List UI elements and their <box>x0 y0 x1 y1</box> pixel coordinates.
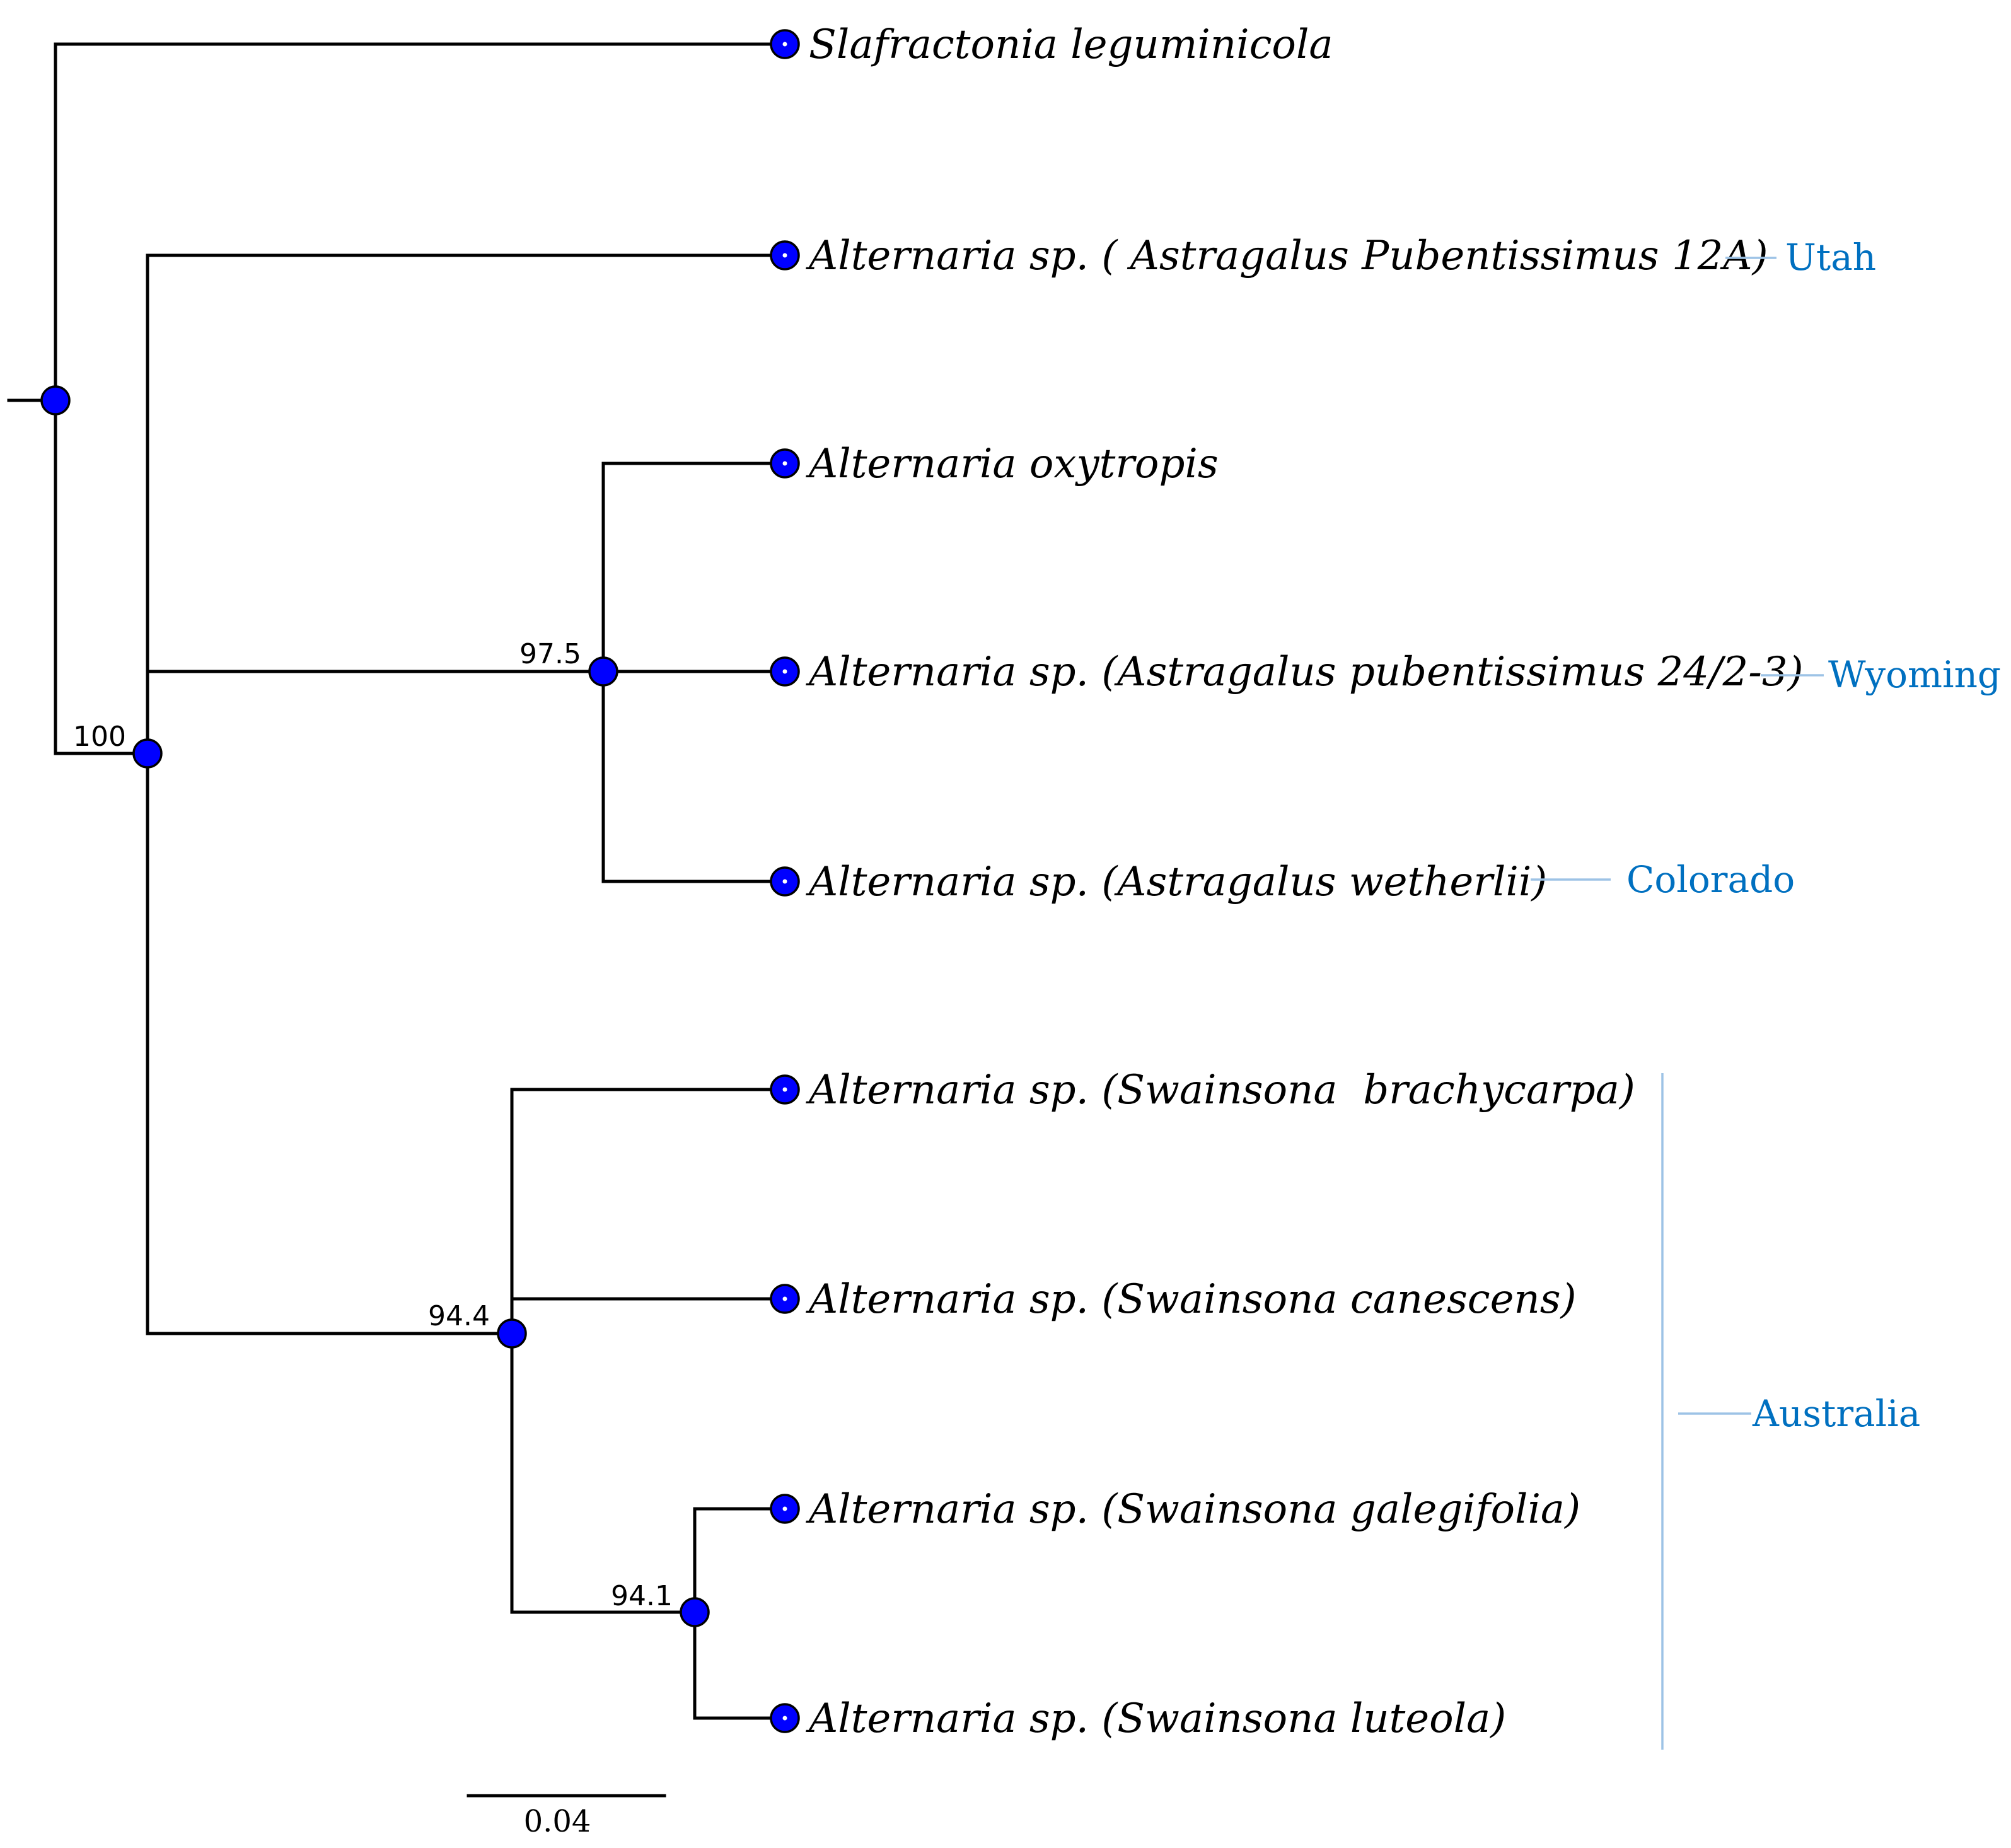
node-galegifolia-luteola-clade <box>680 1597 710 1627</box>
support-value-australia-clade: 94.4 <box>428 1300 490 1332</box>
tip-node <box>770 1494 800 1524</box>
tip-node <box>770 1284 800 1314</box>
tip-node <box>770 656 800 687</box>
scale-bar-label: 0.04 <box>524 1804 591 1839</box>
node-root <box>40 385 71 416</box>
taxon-labels: Slafractonia leguminicola Alternaria sp.… <box>806 21 1804 1742</box>
support-values: 100 97.5 94.4 94.1 <box>73 638 673 1612</box>
taxon-label: Alternaria sp. (Swainsona galegifolia) <box>806 1486 1580 1533</box>
taxon-label: Alternaria sp. ( Astragalus Pubentissimu… <box>806 233 1768 279</box>
support-value-north-america-clade: 97.5 <box>519 638 581 670</box>
region-annotations: Utah Wyoming Colorado Australia <box>1531 236 2001 1750</box>
region-label-wyoming: Wyoming <box>1828 653 2001 696</box>
scale-bar: 0.04 <box>467 1794 666 1839</box>
tip-node <box>770 448 800 479</box>
support-value-ingroup: 100 <box>73 721 126 753</box>
node-australia-clade <box>497 1318 527 1349</box>
node-ingroup <box>132 738 163 769</box>
region-label-colorado: Colorado <box>1626 858 1795 901</box>
taxon-label: Slafractonia leguminicola <box>809 21 1333 68</box>
taxon-label: Alternaria oxytropis <box>806 441 1219 487</box>
tip-node <box>770 240 800 270</box>
taxon-label: Alternaria sp. (Astragalus wetherlii) <box>806 859 1547 905</box>
internal-nodes <box>40 385 710 1627</box>
tip-node <box>770 1074 800 1105</box>
tip-node <box>770 29 800 59</box>
node-north-america-clade <box>588 656 618 687</box>
tip-node <box>770 866 800 897</box>
region-label-australia: Australia <box>1752 1392 1920 1435</box>
region-label-utah: Utah <box>1785 236 1876 279</box>
tree-branches <box>7 42 787 1720</box>
taxon-label: Alternaria sp. (Astragalus pubentissimus… <box>806 649 1804 695</box>
tip-node <box>770 1703 800 1733</box>
taxon-label: Alternaria sp. (Swainsona canescens) <box>806 1276 1577 1323</box>
tip-nodes <box>770 29 800 1733</box>
taxon-label: Alternaria sp. (Swainsona luteola) <box>806 1695 1506 1742</box>
taxon-label: Alternaria sp. (Swainsona brachycarpa) <box>806 1067 1635 1113</box>
support-value-galegifolia-luteola-clade: 94.1 <box>611 1580 673 1612</box>
